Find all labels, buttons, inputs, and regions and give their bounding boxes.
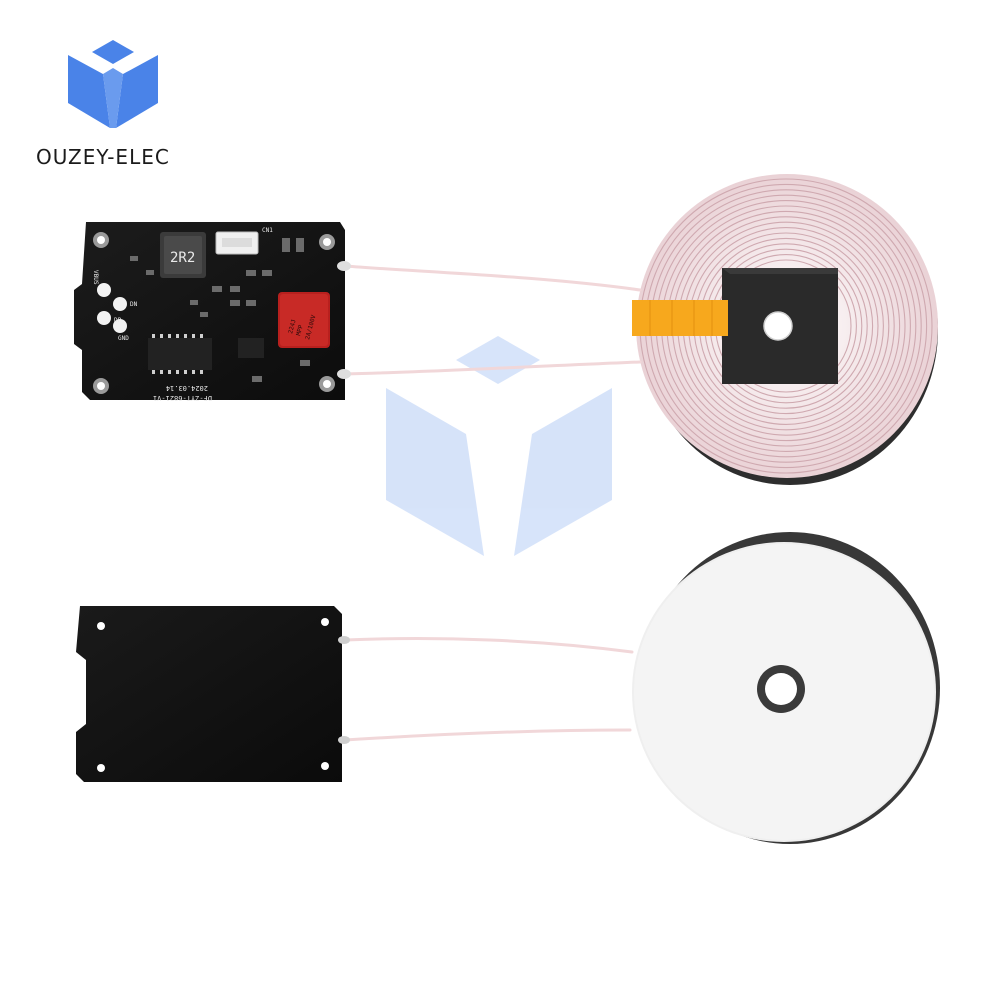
- receiver-pcb-front: 2R2 224J MPP 2A/100V VBUS DN DP GND DF-Z…: [74, 222, 351, 402]
- bottom-coil-lead-wires: [343, 637, 634, 742]
- pin-label-gnd: GND: [118, 335, 129, 342]
- capacitor-label-2: MPP: [295, 324, 305, 337]
- receiver-pcb-back: [76, 606, 350, 782]
- capacitor-label-1: 224J: [287, 319, 298, 335]
- inductor-label: 2R2: [170, 250, 195, 266]
- silkscreen-connector: CN1: [262, 227, 273, 234]
- watermark-logo: [386, 336, 612, 556]
- pin-label-dn: DN: [130, 301, 138, 308]
- top-coil-lead-wires: [343, 264, 642, 376]
- bottom-coil: [632, 532, 940, 844]
- top-coil: [632, 174, 938, 485]
- pin-label-vbus: VBUS: [92, 270, 99, 285]
- brand-logo-icon: [68, 40, 158, 128]
- silkscreen-model: DF-ZYT-6821-V1: [153, 394, 212, 402]
- brand-name: OUZEY-ELEC: [36, 145, 170, 169]
- silkscreen-date: 2024.03.14: [166, 384, 208, 392]
- pin-label-dp: DP: [114, 317, 122, 324]
